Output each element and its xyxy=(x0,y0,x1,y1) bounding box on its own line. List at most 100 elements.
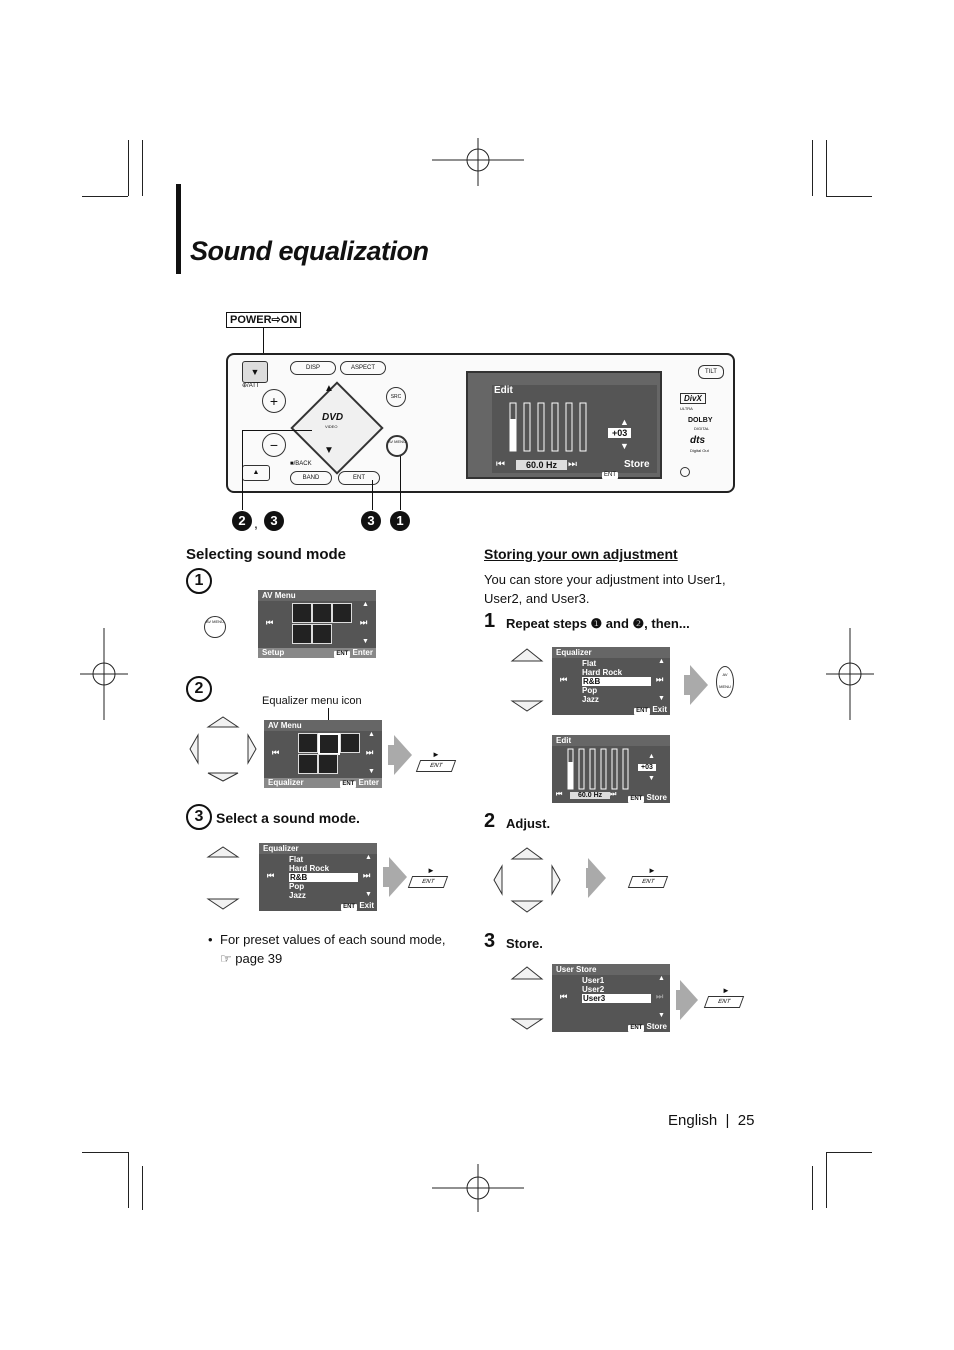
play-icon: ► xyxy=(427,866,435,875)
cursor-keys[interactable] xyxy=(490,845,564,915)
crop-mark xyxy=(128,140,129,196)
crop-mark xyxy=(128,1152,129,1208)
divx-logo-sub: ULTRA xyxy=(680,406,693,411)
eject-button[interactable]: ▲ xyxy=(242,465,270,481)
band-button[interactable]: BAND xyxy=(290,471,332,485)
av-menu-screen: AV Menu ⏮ ⏭ ▲ ▼ Equalizer ENT Enter xyxy=(264,720,382,788)
dvd-logo: DVD xyxy=(322,412,344,423)
down-arrow-icon: ▼ xyxy=(362,638,369,645)
sensor xyxy=(680,467,690,477)
tilt-button[interactable]: TILT xyxy=(698,365,724,379)
back-label: ■/BACK xyxy=(290,461,312,467)
att-label: ⊕/ATT xyxy=(242,383,260,389)
down-arrow-icon[interactable]: ▼ xyxy=(324,445,334,456)
next-icon: ⏭ xyxy=(360,618,368,627)
up-arrow-icon: ▲ xyxy=(368,731,375,738)
screen-action: Store xyxy=(646,1022,667,1031)
dvd-logo-sub: VIDEO xyxy=(325,424,338,429)
crop-mark xyxy=(812,140,813,196)
step-3-marker: 3 xyxy=(186,804,212,830)
aspect-button[interactable]: ASPECT xyxy=(340,361,386,375)
prev-icon: ⏮ xyxy=(272,748,280,757)
disp-button[interactable]: DISP xyxy=(290,361,336,375)
up-arrow-icon: ▲ xyxy=(362,601,369,608)
preset-item[interactable]: Flat xyxy=(289,855,304,864)
av-menu-button[interactable]: AV MENU xyxy=(386,435,408,457)
src-button[interactable]: SRC xyxy=(386,387,406,407)
av-menu-button[interactable]: AV MENU xyxy=(716,666,734,698)
ent-key[interactable]: ENT xyxy=(407,876,449,888)
step-number: 1 xyxy=(484,610,496,632)
av-menu-button[interactable]: AV MENU xyxy=(204,616,226,638)
disc-icon xyxy=(298,733,318,753)
up-arrow-icon[interactable]: ▲ xyxy=(324,383,334,394)
eq-bars xyxy=(509,402,587,452)
unit-display: Edit ▲ +03 ▼ ⏮ 60.0 Hz ⏭ ENT Store xyxy=(466,371,662,479)
screen-header: Equalizer xyxy=(552,647,670,658)
up-arrow-icon: ▲ xyxy=(365,854,372,861)
step-text: Repeat steps ❶ and ❷, then... xyxy=(506,616,690,631)
user-slot[interactable]: User2 xyxy=(582,985,605,994)
ent-key[interactable]: ENT xyxy=(415,760,457,772)
preset-item[interactable]: Pop xyxy=(289,882,305,891)
volume-down-button[interactable]: − xyxy=(262,433,286,457)
ent-badge: ENT xyxy=(628,1025,645,1032)
next-icon: ⏭ xyxy=(363,871,371,880)
down-arrow-icon: ▼ xyxy=(365,891,372,898)
crop-mark xyxy=(826,140,827,196)
callout-3: 3 xyxy=(264,511,284,531)
up-down-keys[interactable] xyxy=(206,843,240,913)
preset-item[interactable]: Flat xyxy=(582,659,597,668)
ent-key[interactable]: ENT xyxy=(703,996,745,1008)
crop-mark xyxy=(82,1152,128,1153)
preset-item[interactable]: Hard Rock xyxy=(582,668,623,677)
up-arrow-icon: ▲ xyxy=(658,975,665,982)
next-track-icon: ⏭ xyxy=(568,459,577,470)
screen-header: Edit xyxy=(552,735,670,746)
preset-item[interactable]: Pop xyxy=(582,686,598,695)
preset-item-selected[interactable]: R&B xyxy=(582,677,651,686)
step-3-text: Select a sound mode. xyxy=(216,810,360,826)
av-menu-screen: AV Menu ⏮ ⏭ ▲ ▼ Setup ENT Enter xyxy=(258,590,376,658)
preset-item-selected[interactable]: R&B xyxy=(289,873,358,882)
speaker-icon xyxy=(332,603,352,623)
att-button[interactable]: ▼ xyxy=(242,361,268,383)
next-icon: ⏭ xyxy=(656,675,664,684)
section-heading: Selecting sound mode xyxy=(186,546,347,563)
play-icon: ► xyxy=(722,986,730,995)
ent-key[interactable]: ENT xyxy=(627,876,669,888)
prev-icon: ⏮ xyxy=(266,618,274,627)
preset-item[interactable]: Hard Rock xyxy=(289,864,330,873)
prev-icon: ⏮ xyxy=(556,791,563,798)
step-1-marker: 1 xyxy=(186,568,212,594)
play-icon: ► xyxy=(648,866,656,875)
cursor-keys[interactable] xyxy=(186,715,260,783)
ent-button[interactable]: ENT xyxy=(338,471,380,485)
note-bullet: • xyxy=(208,932,213,947)
up-down-keys[interactable] xyxy=(510,963,544,1033)
prev-icon: ⏮ xyxy=(560,675,568,684)
user-store-screen: User Store User1 User2 User3 ⏮ ⏭ ▲ ▼ ENT… xyxy=(552,964,670,1032)
ent-badge: ENT xyxy=(634,708,651,715)
screen-header: AV Menu xyxy=(264,720,382,731)
section-heading: Storing your own adjustment xyxy=(484,546,678,562)
list-icon xyxy=(318,754,338,774)
prev-icon: ⏮ xyxy=(560,992,568,1001)
preset-item[interactable]: Jazz xyxy=(582,695,599,704)
user-slot-selected[interactable]: User3 xyxy=(582,994,651,1003)
down-arrow-icon: ▼ xyxy=(658,695,665,702)
divx-logo: DivX xyxy=(680,393,706,404)
flow-arrow xyxy=(389,857,407,897)
up-down-keys[interactable] xyxy=(510,645,544,715)
callout-comma: , xyxy=(254,515,258,531)
user-slot[interactable]: User1 xyxy=(582,976,605,985)
volume-up-button[interactable]: + xyxy=(262,389,286,413)
speaker-icon xyxy=(340,733,360,753)
screen-header: Equalizer xyxy=(259,843,377,854)
step-number: 3 xyxy=(484,930,496,952)
preset-item[interactable]: Jazz xyxy=(289,891,306,900)
step-number: 2 xyxy=(484,810,496,832)
intro-text: You can store your adjustment into User1… xyxy=(484,572,726,606)
prev-track-icon: ⏮ xyxy=(496,459,505,470)
up-arrow-icon: ▲ xyxy=(648,753,655,760)
